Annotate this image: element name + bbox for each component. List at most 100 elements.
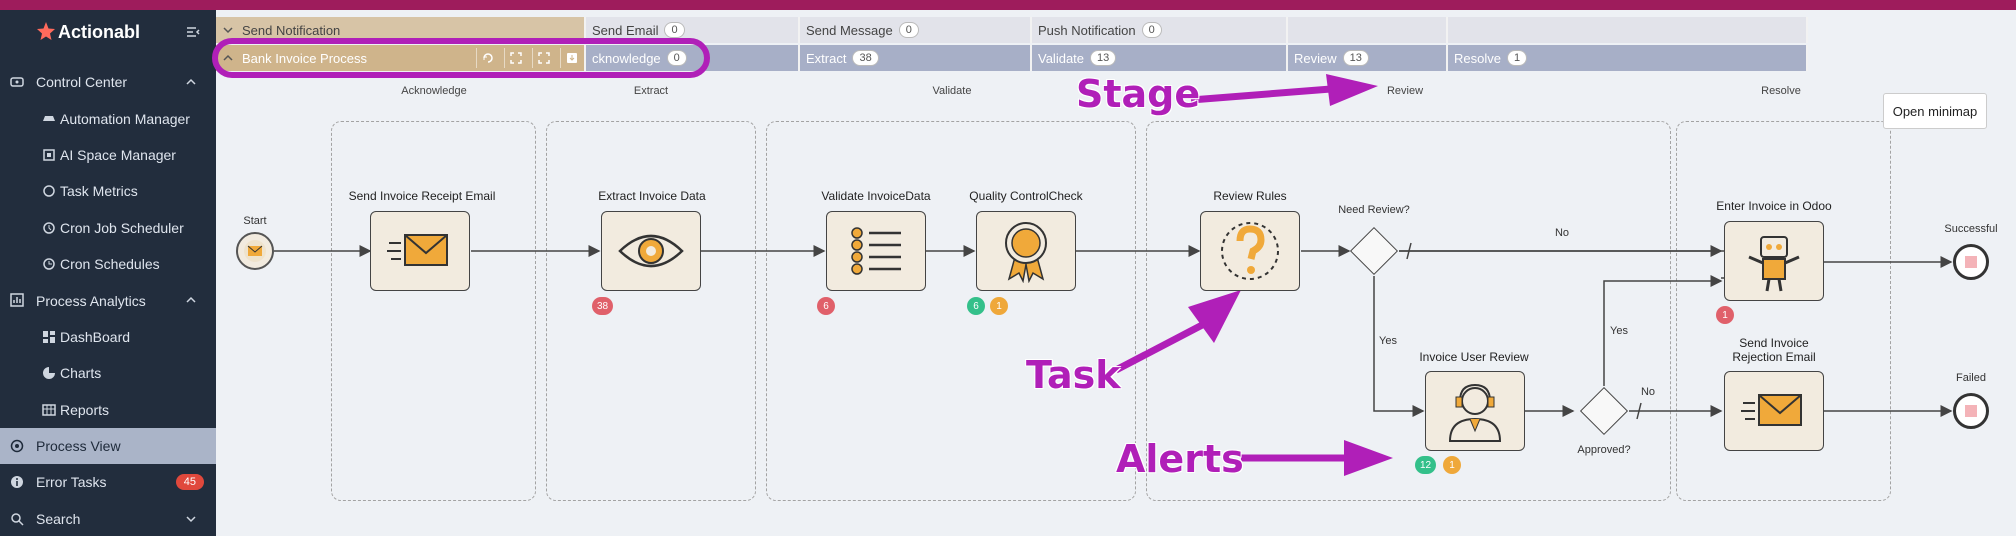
task-quality-control-check[interactable]: [976, 211, 1076, 291]
fullscreen-icon: [537, 52, 550, 64]
open-minimap-button[interactable]: Open minimap: [1883, 93, 1987, 129]
gateway-approved-label: Approved?: [1577, 444, 1631, 456]
end-marker-icon: [1965, 405, 1977, 417]
task-send-invoice-receipt-email[interactable]: [370, 211, 470, 291]
alert-badge-error[interactable]: 1: [1716, 306, 1734, 324]
task-label: Send Invoice: [1739, 336, 1809, 350]
sidebar-item-label: Process View: [36, 438, 121, 455]
alert-badge-success[interactable]: 6: [967, 297, 985, 315]
annotation-task: Task: [1026, 353, 1121, 397]
end-event-successful[interactable]: [1953, 244, 1989, 280]
alert-badge-warning[interactable]: 1: [1443, 456, 1461, 474]
header-cell-label: Review: [1294, 50, 1337, 66]
header-cell-label: Bank Invoice Process: [242, 50, 368, 66]
sidebar-item-label: Cron Job Scheduler: [60, 219, 184, 236]
count-badge: 1: [1506, 50, 1528, 66]
award-icon: [1005, 222, 1047, 283]
row1-cell[interactable]: [1448, 17, 1808, 43]
end-event-failed[interactable]: [1953, 393, 1989, 429]
sidebar-item-control-center[interactable]: Control Center: [0, 64, 216, 100]
task-label: Review Rules: [1213, 189, 1287, 203]
sidebar-item-label: Error Tasks: [36, 474, 107, 491]
header-cell-label: Resolve: [1454, 50, 1501, 66]
stage-box-review: [1146, 121, 1671, 501]
edge-label-yes: Yes: [1610, 325, 1628, 337]
start-event[interactable]: [236, 232, 274, 270]
gauge-icon: [10, 77, 24, 87]
sidebar-item-reports[interactable]: Reports: [0, 392, 216, 428]
alert-badge-success[interactable]: 12: [1415, 456, 1437, 474]
refresh-icon: [482, 53, 493, 63]
sidebar-item-charts[interactable]: Charts: [0, 355, 216, 391]
row1-cell[interactable]: Send Message 0: [800, 17, 1032, 43]
alert-badge-warning[interactable]: 1: [990, 297, 1008, 315]
task-send-invoice-rejection-email[interactable]: [1724, 371, 1824, 451]
stage-box-extract: [546, 121, 756, 501]
task-label: Quality ControlCheck: [969, 189, 1083, 203]
header-cell-label: cknowledge: [592, 50, 661, 66]
pie-icon: [43, 367, 55, 380]
chevron-up-icon[interactable]: [186, 295, 196, 305]
count-badge: 38: [852, 50, 879, 66]
row2-cell[interactable]: Bank Invoice Process: [216, 45, 586, 71]
row2-cell[interactable]: Resolve 1: [1448, 45, 1808, 71]
end-label-successful: Successful: [1944, 223, 1998, 235]
chevron-down-icon[interactable]: [186, 514, 196, 524]
sidebar-item-process-analytics[interactable]: Process Analytics: [0, 282, 216, 318]
task-label: Invoice User Review: [1419, 350, 1529, 364]
sidebar-item-label: Control Center: [36, 74, 128, 91]
fullscreen-button[interactable]: [532, 48, 554, 68]
sidebar-item-automation-manager[interactable]: Automation Manager: [0, 100, 216, 136]
user-headset-icon: [1448, 383, 1502, 442]
count-badge: 0: [666, 50, 687, 66]
header-cell-label: Send Message: [806, 22, 893, 38]
collapse-sidebar-icon[interactable]: [186, 25, 200, 39]
top-bar: [0, 0, 2016, 10]
task-enter-invoice-in-odoo[interactable]: [1724, 221, 1824, 301]
task-review-rules[interactable]: [1200, 211, 1300, 291]
edge-label-no: No: [1640, 386, 1656, 398]
count-badge: 13: [1090, 50, 1117, 66]
sidebar-item-label: Process Analytics: [36, 292, 146, 309]
sidebar-item-ai-space-manager[interactable]: AI Space Manager: [0, 137, 216, 173]
export-button[interactable]: [560, 48, 582, 68]
stage-box-validate: [766, 121, 1136, 501]
task-extract-invoice-data[interactable]: [601, 211, 701, 291]
count-badge: 0: [1141, 22, 1162, 38]
row1-cell[interactable]: [1288, 17, 1448, 43]
task-validate-invoice-data[interactable]: [826, 211, 926, 291]
sidebar-item-label: Reports: [60, 401, 110, 418]
brand[interactable]: Actionabl: [0, 10, 216, 54]
alert-badge-error[interactable]: 38: [592, 297, 614, 315]
row2-cell[interactable]: Extract 38: [800, 45, 1032, 71]
dashboard-icon: [43, 330, 55, 343]
sidebar-item-task-metrics[interactable]: Task Metrics: [0, 173, 216, 209]
header-cell-label: Extract: [806, 50, 847, 66]
sidebar-item-search[interactable]: Search: [0, 501, 216, 536]
sidebar-item-cron-job-scheduler[interactable]: Cron Job Scheduler: [0, 210, 216, 246]
task-invoice-user-review[interactable]: [1425, 371, 1525, 451]
task-label: Validate InvoiceData: [821, 189, 931, 203]
count-badge: 0: [898, 22, 919, 38]
chevron-down-icon[interactable]: [222, 24, 234, 36]
row2-cell[interactable]: cknowledge 0: [586, 45, 800, 71]
flow-connections: [274, 74, 1953, 476]
sidebar-item-process-view[interactable]: Process View: [0, 427, 216, 465]
sidebar-item-cron-schedules[interactable]: Cron Schedules: [0, 246, 216, 282]
sidebar-item-dashboard[interactable]: DashBoard: [0, 319, 216, 355]
count-badge: 0: [664, 22, 685, 38]
stage-box-resolve: [1676, 121, 1891, 501]
chevron-up-icon[interactable]: [222, 52, 234, 64]
email-icon: [387, 234, 448, 266]
alert-badge-error[interactable]: 6: [817, 297, 835, 315]
chevron-up-icon[interactable]: [186, 77, 196, 87]
expand-button[interactable]: [504, 48, 526, 68]
stage-label-validate: Validate: [932, 85, 972, 97]
refresh-button[interactable]: [476, 48, 498, 68]
